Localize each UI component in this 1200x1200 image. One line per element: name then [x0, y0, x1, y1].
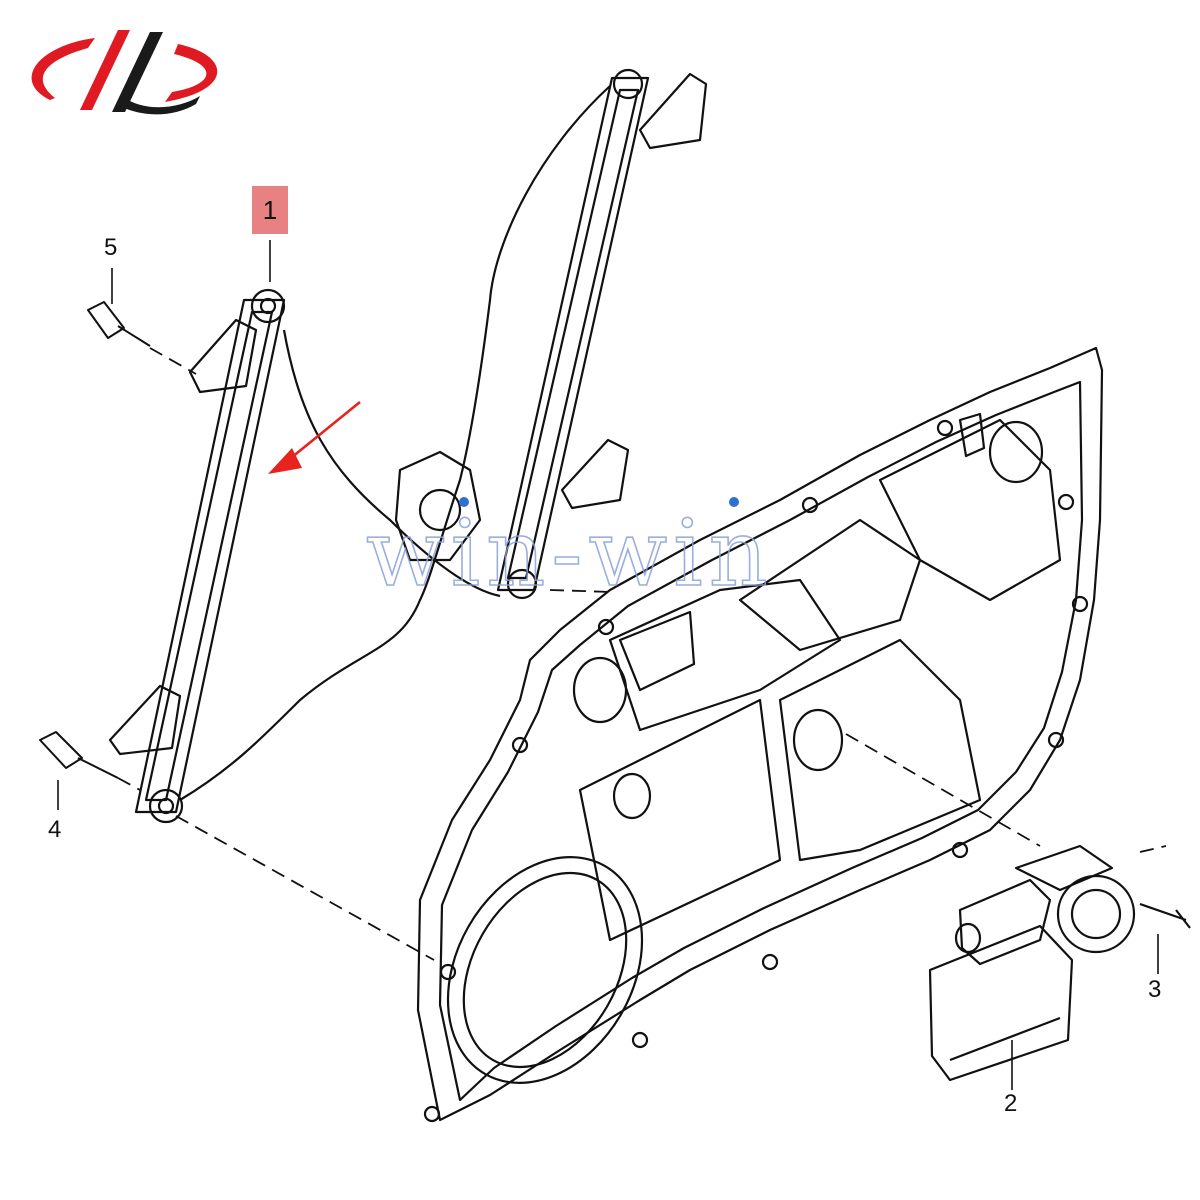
rivet-4-body	[39, 731, 83, 769]
panel-inner-edge	[438, 380, 1084, 1102]
panel-rivet	[423, 1105, 441, 1123]
motor-shaft-end	[954, 922, 982, 954]
gearbox-housing	[1056, 874, 1136, 954]
front-guide-rail-inner	[144, 310, 274, 802]
panel-rivet	[1057, 493, 1075, 511]
callout-number-1: 1	[262, 195, 278, 225]
panel-bracket	[618, 610, 696, 692]
panel-hole-3	[988, 420, 1044, 484]
motor-assembly	[928, 844, 1191, 1082]
panel-hole-4	[572, 656, 628, 724]
watermark-dot	[459, 497, 469, 507]
glass-clamp-lower-front	[108, 684, 182, 756]
dashed-line	[149, 347, 197, 375]
panel-hole-2	[792, 708, 844, 772]
regulator-cable	[179, 85, 611, 801]
dashed-line	[175, 815, 435, 961]
rivet-5-body	[87, 301, 125, 339]
panel-rivet	[439, 963, 457, 981]
glass-clamp-upper-front	[188, 318, 258, 394]
top-pulley-rear	[612, 68, 644, 100]
glass-clamp-upper-rear	[638, 72, 708, 150]
panel-rib-4	[878, 418, 1062, 602]
screw-3	[1139, 902, 1191, 929]
rivet-4-pin	[77, 757, 119, 779]
dashed-line	[117, 777, 141, 791]
drive-unit-housing	[394, 450, 482, 562]
gearbox-housing-inner	[1070, 888, 1122, 940]
panel-rib-3	[608, 578, 842, 732]
dashed-line	[1139, 845, 1167, 853]
leader-lines	[57, 240, 1159, 1090]
callout-number-3: 3	[1148, 976, 1162, 1003]
panel-hole-1	[612, 772, 652, 820]
bottom-pulley-rear	[506, 568, 538, 600]
logo-red-swoosh	[31, 38, 95, 100]
door-inner-panel	[416, 346, 1104, 1123]
logo-dark-base	[124, 96, 200, 115]
motor-mount-top	[1014, 844, 1114, 892]
panel-bracket	[958, 412, 986, 458]
dashed-line	[549, 589, 613, 593]
dashed-line	[845, 733, 1041, 847]
speaker-opening-inner	[462, 871, 628, 1069]
panel-rivet	[801, 496, 819, 514]
panel-rivet	[761, 953, 779, 971]
speaker-opening	[446, 856, 644, 1084]
red-arrow	[268, 400, 361, 474]
arrow-shaft	[285, 400, 361, 464]
motor-body	[958, 878, 1052, 966]
panel-rivet	[951, 841, 969, 859]
callout-number-5: 5	[104, 234, 118, 261]
top-pulley-front-hub	[259, 297, 277, 315]
drive-unit-spool	[418, 488, 462, 532]
assembly-lines	[117, 347, 1167, 961]
window-regulator	[108, 68, 708, 824]
callout-number-4: 4	[48, 816, 62, 843]
panel-rib-5	[738, 518, 922, 652]
panel-rib-2	[778, 638, 982, 862]
control-module	[928, 924, 1074, 1082]
watermark-text: win-win	[365, 499, 774, 608]
panel-rivet	[597, 618, 615, 636]
rivet-5-pin	[117, 325, 151, 347]
panel-rivet	[936, 419, 954, 437]
rear-guide-rail-inner	[506, 88, 640, 580]
control-module-connector	[949, 1016, 1061, 1062]
panel-rib-1	[578, 698, 782, 942]
logo-red-slash-2	[165, 44, 218, 102]
brand-logo	[31, 30, 218, 115]
panel-rivet	[1047, 731, 1065, 749]
callout-number-2: 2	[1004, 1090, 1018, 1117]
bottom-pulley-front	[148, 788, 184, 824]
panel-rivet	[511, 736, 529, 754]
top-pulley-front	[250, 288, 286, 324]
watermark-dot	[729, 497, 739, 507]
regulator-cable	[282, 329, 501, 598]
panel-outer-edge	[416, 346, 1104, 1122]
arrow-head	[268, 448, 302, 474]
panel-rivet	[631, 1031, 649, 1049]
bottom-pulley-front-hub	[157, 797, 175, 815]
callout-1-highlight	[252, 186, 288, 234]
logo-red-slash-1	[80, 30, 130, 110]
logo-dark-slash	[112, 32, 163, 112]
glass-clamp-lower-rear	[560, 438, 630, 510]
panel-rivet	[1071, 595, 1089, 613]
fasteners	[39, 301, 151, 779]
front-guide-rail	[134, 298, 286, 814]
